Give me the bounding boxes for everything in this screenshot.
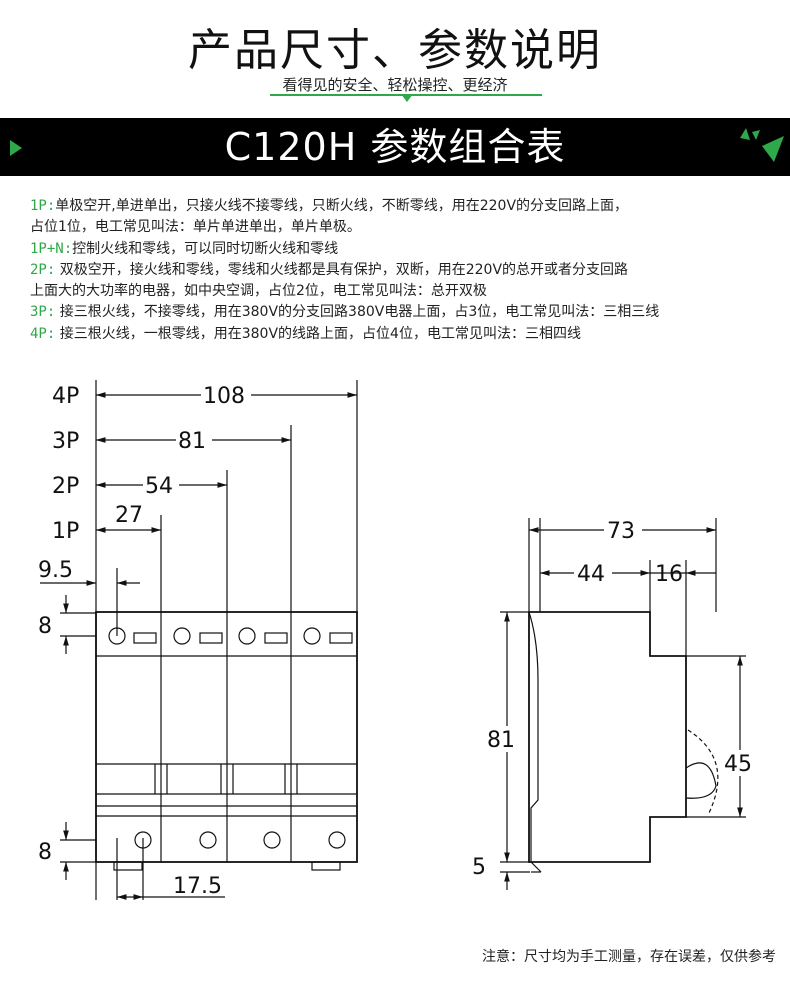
dim-value-offset: 9.5 bbox=[38, 558, 73, 583]
desc-2p: 2P: 双极空开，接火线和零线，零线和火线都是具有保护，双断，用在220V的总开… bbox=[30, 261, 629, 278]
dim-value-height: 81 bbox=[487, 728, 515, 753]
desc-1p: 1P:单极空开,单进单出，只接火线不接零线，只断火线，不断零线，用在220V的分… bbox=[30, 198, 629, 214]
side-base-a bbox=[530, 861, 542, 873]
bottom-terminal-2 bbox=[199, 831, 217, 849]
rail-clip-left bbox=[113, 861, 143, 871]
side-view bbox=[500, 518, 746, 890]
page-title: 产品尺寸、参数说明 bbox=[188, 25, 602, 76]
banner-title: C120H 参数组合表 bbox=[224, 125, 566, 169]
subtitle-arrow-icon bbox=[401, 94, 413, 102]
desc-2p-cont: 上面大的大功率的电器，如中央空调，占位2位，电工常见叫法：总开双极 bbox=[30, 283, 487, 300]
page-subtitle: 看得见的安全、轻松操控、更经济 bbox=[282, 76, 508, 94]
pole-label-1p: 1P bbox=[52, 519, 79, 544]
description-list: 1P:单极空开,单进单出，只接火线不接零线，只断火线，不断零线，用在220V的分… bbox=[30, 196, 770, 345]
side-profile bbox=[528, 611, 687, 863]
desc-1pn: 1P+N:控制火线和零线，可以同时切断火线和零线 bbox=[30, 240, 339, 257]
label-bg-4p bbox=[201, 382, 251, 408]
dim-value-2p: 54 bbox=[145, 474, 173, 499]
dim-value-pitch: 17.5 bbox=[173, 874, 222, 899]
dim-value-top-terminal: 8 bbox=[38, 614, 52, 639]
side-clip-curve bbox=[528, 611, 539, 862]
top-terminal-1 bbox=[108, 627, 126, 645]
label-bg-3p bbox=[176, 427, 212, 453]
desc-1p-cont: 占位1位，电工常见叫法：单片单进单出，单片单极。 bbox=[30, 219, 361, 236]
dim-value-front-height: 45 bbox=[724, 752, 752, 777]
handle-swing-arc bbox=[687, 729, 719, 816]
label-bg-front-depth bbox=[574, 560, 612, 586]
dim-value-front-depth: 44 bbox=[577, 562, 605, 587]
desc-3p: 3P: 接三根火线，不接零线，用在380V的分支回路380V电器上面，占3位，电… bbox=[30, 304, 660, 321]
dim-value-step: 16 bbox=[655, 562, 683, 587]
triangle-left-icon bbox=[10, 140, 22, 156]
dim-value-4p: 108 bbox=[203, 384, 245, 409]
bottom-terminal-1 bbox=[134, 831, 152, 849]
measurement-note: 注意：尺寸均为手工测量，存在误差，仅供参考 bbox=[482, 949, 776, 965]
top-slot-4 bbox=[329, 632, 353, 644]
top-terminal-3 bbox=[238, 627, 256, 645]
top-slot-3 bbox=[264, 632, 288, 644]
dim-value-1p: 27 bbox=[115, 503, 143, 528]
section-banner: C120H 参数组合表 bbox=[0, 118, 790, 176]
bottom-terminal-4 bbox=[328, 831, 346, 849]
handle-profile bbox=[685, 762, 717, 799]
top-terminal-2 bbox=[173, 627, 191, 645]
desc-4p: 4P: 接三根火线，一根零线，用在380V的线路上面，占位4位，电工常见叫法：三… bbox=[30, 325, 581, 342]
label-bg-2p bbox=[143, 472, 179, 498]
dim-value-3p: 81 bbox=[178, 429, 206, 454]
pole-label-2p: 2P bbox=[52, 474, 79, 499]
pole-label-3p: 3P bbox=[52, 429, 79, 454]
dim-value-depth: 73 bbox=[607, 519, 635, 544]
pole-label-4p: 4P bbox=[52, 384, 79, 409]
top-terminal-4 bbox=[303, 627, 321, 645]
front-view bbox=[40, 380, 358, 900]
label-bg-front-height bbox=[722, 750, 762, 776]
bottom-terminal-3 bbox=[263, 831, 281, 849]
top-slot-1 bbox=[133, 632, 157, 644]
rail-clip-right bbox=[311, 861, 341, 871]
label-bg-depth bbox=[604, 517, 642, 543]
dim-value-base: 5 bbox=[472, 855, 486, 880]
dim-value-bottom-terminal: 8 bbox=[38, 840, 52, 865]
top-slot-2 bbox=[199, 632, 223, 644]
label-bg-height bbox=[485, 726, 525, 752]
triangle-cluster-icon bbox=[740, 128, 784, 162]
